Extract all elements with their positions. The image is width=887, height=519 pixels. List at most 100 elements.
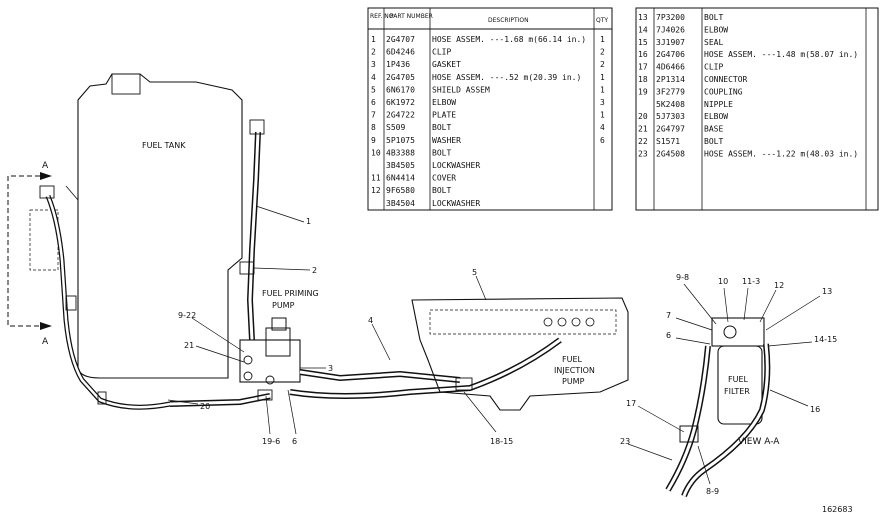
- hose-4: [299, 369, 461, 383]
- table-ref: 20: [638, 112, 648, 121]
- table-description: NIPPLE: [704, 100, 733, 109]
- table-ref: 7: [371, 111, 376, 120]
- table-description: WASHER: [432, 136, 461, 145]
- table-description: BOLT: [432, 123, 451, 132]
- table-ref: 13: [638, 13, 648, 22]
- table-description: HOSE ASSEM. ---1.48 m(58.07 in.): [704, 50, 858, 59]
- fuel-priming-pump-label-2: PUMP: [272, 301, 295, 310]
- callout-10: 10: [718, 277, 728, 286]
- table-ref: 2: [371, 48, 376, 57]
- table-description: HOSE ASSEM. ---1.22 m(48.03 in.): [704, 149, 858, 158]
- table-ref: 4: [371, 73, 376, 82]
- table-ref: 23: [638, 149, 648, 158]
- table-qty: 2: [600, 48, 605, 57]
- table-part-number: 4D6466: [656, 63, 685, 72]
- table-ref: 1: [371, 35, 376, 44]
- fuel-priming-pump: [239, 317, 301, 385]
- table-qty: 3: [600, 98, 605, 107]
- header-ref-no: REF. NO: [370, 13, 394, 20]
- table-part-number: 2P1314: [656, 75, 685, 84]
- table-qty: 1: [600, 85, 605, 94]
- callout-3: 3: [328, 364, 333, 373]
- section-a-top-label: A: [42, 161, 49, 171]
- table-ref: 3: [371, 60, 376, 69]
- callout-6-filter: 6: [666, 331, 671, 340]
- fuel-tank-label: FUEL TANK: [142, 141, 186, 150]
- table-part-number: 4B3388: [386, 148, 415, 157]
- hose-1: [239, 119, 265, 341]
- section-a-bottom-label: A: [42, 337, 49, 347]
- table-qty: 1: [600, 73, 605, 82]
- table-description: BOLT: [704, 137, 723, 146]
- leader-lines: [167, 205, 821, 485]
- table-part-number: 6N4414: [386, 174, 415, 183]
- table-ref: 21: [638, 125, 648, 134]
- fuel-injection-pump-label-3: PUMP: [562, 377, 585, 386]
- table-description: SEAL: [704, 38, 723, 47]
- table-part-number: 3F2779: [656, 87, 685, 96]
- table-qty: 6: [600, 136, 605, 145]
- table-description: CLIP: [704, 63, 723, 72]
- callout-23: 23: [620, 437, 630, 446]
- table-description: PLATE: [432, 111, 456, 120]
- callout-16: 16: [810, 405, 820, 414]
- view-a-a-label: VIEW A-A: [738, 437, 780, 447]
- table-part-number: 2G4722: [386, 111, 415, 120]
- table-part-number: 7J4026: [656, 25, 685, 34]
- callout-4: 4: [368, 316, 373, 325]
- table-description: CONNECTOR: [704, 75, 748, 84]
- fuel-priming-pump-label-1: FUEL PRIMING: [262, 289, 319, 298]
- table-part-number: 2G4797: [656, 125, 685, 134]
- table-part-number: 5K2408: [656, 100, 685, 109]
- table-part-number: 1P436: [386, 60, 410, 69]
- callout-20: 20: [200, 402, 210, 411]
- table-ref: 11: [371, 174, 381, 183]
- hose-18-15: [289, 337, 562, 399]
- table-description: BOLT: [432, 148, 451, 157]
- table-part-number: 2G4705: [386, 73, 415, 82]
- table-part-number: S509: [386, 123, 405, 132]
- header-qty: QTY: [596, 17, 608, 24]
- left-table-rows: 1 2G4707 HOSE ASSEM. ---1.68 m(66.14 in.) 1…: [371, 35, 605, 208]
- fuel-injection-pump-label-2: INJECTION: [554, 366, 595, 375]
- table-description: BOLT: [432, 186, 451, 195]
- section-a-marker: A A: [7, 161, 52, 347]
- figure-number: 162683: [822, 505, 853, 514]
- callout-5: 5: [472, 268, 477, 277]
- table-description: GASKET: [432, 60, 461, 69]
- callout-8-9: 8-9: [706, 487, 719, 496]
- table-ref: 12: [371, 186, 381, 195]
- table-description: BASE: [704, 125, 723, 134]
- table-qty: 1: [600, 111, 605, 120]
- callout-17: 17: [626, 399, 636, 408]
- fuel-filter-view: [665, 317, 771, 498]
- table-ref: 8: [371, 123, 376, 132]
- fuel-filter-label-1: FUEL: [728, 375, 749, 384]
- table-part-number: 6K1972: [386, 98, 415, 107]
- callout-6: 6: [292, 437, 297, 446]
- table-description: COUPLING: [704, 87, 743, 96]
- table-part-number: 7P3200: [656, 13, 685, 22]
- table-part-number: 3J1907: [656, 38, 685, 47]
- callout-9-8: 9-8: [676, 273, 689, 282]
- fuel-injection-pump: [411, 297, 629, 411]
- table-description: COVER: [432, 174, 456, 183]
- table-description: BOLT: [704, 13, 723, 22]
- table-ref: 15: [638, 38, 648, 47]
- table-part-number: 2G4707: [386, 35, 415, 44]
- table-ref: 17: [638, 63, 648, 72]
- table-part-number: 6D4246: [386, 48, 415, 57]
- hose-20: [169, 389, 273, 407]
- callout-11-3: 11-3: [742, 277, 760, 286]
- table-part-number: 2G4706: [656, 50, 685, 59]
- header-part-number: PART NUMBER: [390, 13, 433, 20]
- table-part-number: 3B4504: [386, 199, 415, 208]
- table-part-number: 3B4505: [386, 161, 415, 170]
- table-ref: 9: [371, 136, 376, 145]
- table-description: SHIELD ASSEM: [432, 85, 490, 94]
- table-part-number: 9F6580: [386, 186, 415, 195]
- table-description: HOSE ASSEM. ---1.68 m(66.14 in.): [432, 35, 586, 44]
- table-qty: 1: [600, 35, 605, 44]
- table-ref: 18: [638, 75, 648, 84]
